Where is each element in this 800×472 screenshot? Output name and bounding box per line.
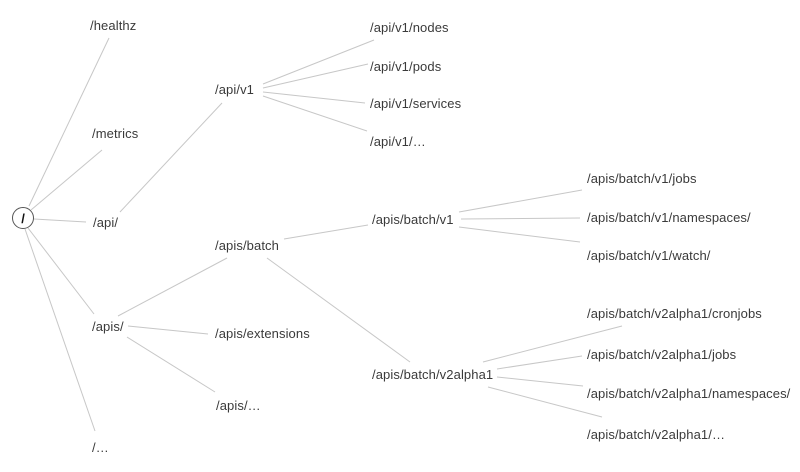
edge-batchv1-watch	[458, 226, 581, 243]
node-v2alpha1-more: /apis/batch/v2alpha1/…	[587, 427, 726, 442]
node-root: /	[12, 207, 34, 229]
node-v2alpha1-cronjobs: /apis/batch/v2alpha1/cronjobs	[587, 306, 762, 321]
edge-root-metrics	[30, 149, 103, 211]
node-batch-v1-watch: /apis/batch/v1/watch/	[587, 248, 711, 263]
node-api: /api/	[93, 215, 119, 230]
node-apis-extensions: /apis/extensions	[215, 326, 310, 341]
node-apis-batch: /apis/batch	[215, 238, 279, 253]
node-batch-v1-jobs: /apis/batch/v1/jobs	[587, 171, 697, 186]
node-metrics: /metrics	[92, 126, 139, 141]
node-api-v1-more: /api/v1/…	[370, 134, 426, 149]
edge-root-api	[33, 218, 87, 223]
edge-v2alpha1-more	[487, 386, 603, 418]
node-apis-more: /apis/…	[216, 398, 261, 413]
node-root-label: /	[21, 210, 25, 226]
node-v2alpha1-namespaces: /apis/batch/v2alpha1/namespaces/	[587, 386, 791, 401]
node-api-v1-pods: /api/v1/pods	[370, 59, 442, 74]
edge-v2alpha1-cronjobs	[482, 325, 623, 363]
node-api-v1-nodes: /api/v1/nodes	[370, 20, 449, 35]
node-root-more: /…	[92, 440, 109, 455]
edge-v2alpha1-namespaces	[496, 376, 584, 387]
edge-apiv1-more	[262, 95, 368, 132]
node-apis-batch-v1: /apis/batch/v1	[372, 212, 454, 227]
edge-apis-batch	[117, 257, 228, 317]
edge-apis-extensions	[127, 325, 209, 335]
node-v2alpha1-jobs: /apis/batch/v2alpha1/jobs	[587, 347, 737, 362]
edge-batchv1-namespaces	[460, 217, 581, 220]
edge-apiv1-pods	[262, 63, 369, 89]
edge-root-apis	[27, 227, 95, 315]
node-batch-v1-namespaces: /apis/batch/v1/namespaces/	[587, 210, 751, 225]
edge-apiv1-services	[262, 91, 366, 104]
node-apis-batch-v2alpha1: /apis/batch/v2alpha1	[372, 367, 494, 382]
edge-v2alpha1-jobs	[496, 355, 583, 370]
node-api-v1-services: /api/v1/services	[370, 96, 462, 111]
node-apis: /apis/	[92, 319, 124, 334]
edge-apis-more	[126, 336, 216, 393]
edge-root-more	[24, 228, 96, 432]
edge-batchv1-jobs	[458, 189, 583, 213]
edge-batch-v1	[283, 224, 369, 240]
edge-batch-v2alpha1	[266, 257, 411, 363]
node-api-v1: /api/v1	[215, 82, 255, 97]
edge-root-healthz	[28, 37, 110, 207]
edge-apiv1-nodes	[262, 39, 375, 85]
node-healthz: /healthz	[90, 18, 137, 33]
edge-api-apiv1	[119, 102, 223, 213]
